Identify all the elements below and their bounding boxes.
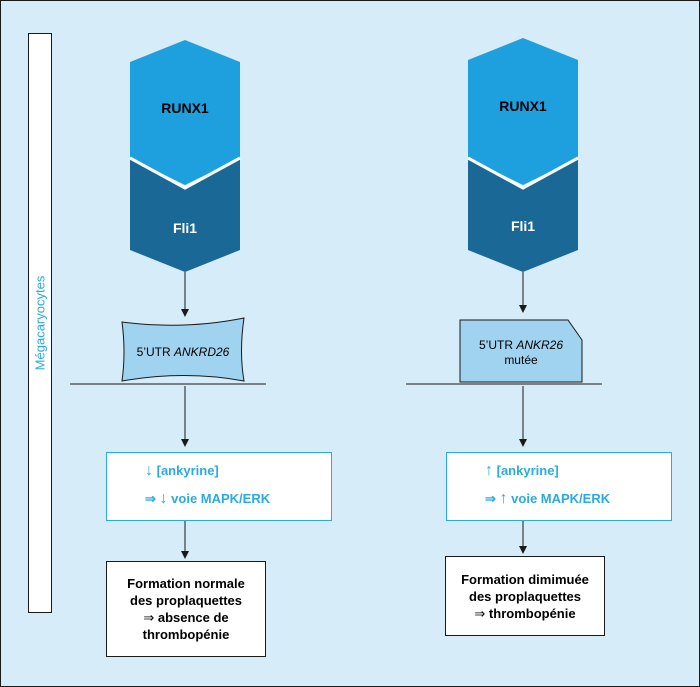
ankyrine-box-left: ↓ [ankyrine] ⇒ ↓ voie MAPK/ERK	[106, 452, 332, 521]
fli1-label-right: Fli1	[510, 218, 536, 234]
outcome-line3-right: ⇒ thrombopénie	[474, 605, 575, 622]
utr-shape-right	[459, 319, 583, 383]
utr-line1-right: 5’UTR ANKR26	[460, 338, 582, 353]
ankyrine-line2-left: ⇒ ↓ voie MAPK/ERK	[145, 490, 270, 508]
junction-chevron-right	[467, 156, 579, 190]
mapk-label-left: voie MAPK/ERK	[171, 491, 271, 506]
ankyrine-line2-right: ⇒ ↑ voie MAPK/ERK	[485, 490, 610, 508]
right-column	[406, 38, 602, 554]
runx1-hexagon-right	[468, 38, 578, 185]
implies-icon: ⇒	[143, 610, 155, 625]
outcome-line4-left: thrombopénie	[142, 627, 230, 642]
megakaryocyte-sidebar: Mégacaryocytes	[28, 33, 52, 613]
utr-label-left: 5’UTR ANKRD26	[122, 345, 244, 360]
ankyrine-label-right: [ankyrine]	[496, 463, 559, 478]
outcome-line1-right: Formation dimimuée	[461, 571, 589, 587]
utr-prefix-right: 5’UTR	[478, 338, 517, 352]
utr-shape-left	[121, 317, 245, 382]
outcome-box-left: Formation normale des proplaquettes ⇒ ab…	[106, 561, 266, 657]
outcome-line2-left: des proplaquettes	[130, 593, 242, 608]
utr-gene-left: ANKRD26	[173, 345, 230, 359]
down-arrow-icon: ↓	[159, 490, 168, 507]
up-arrow-icon: ↑	[499, 490, 508, 507]
fli1-shape-left	[130, 158, 240, 272]
ankyrine-label-left: [ankyrine]	[156, 463, 219, 478]
up-arrow-icon: ↑	[485, 462, 493, 479]
fli1-label-left: Fli1	[172, 220, 198, 236]
utr-label-right: 5’UTR ANKR26 mutée	[460, 338, 582, 368]
runx1-label-left: RUNX1	[161, 100, 209, 116]
down-arrow-icon: ↓	[145, 462, 153, 479]
left-column	[70, 40, 266, 559]
utr-gene-right: ANKR26	[516, 338, 564, 352]
outcome-line3-left: ⇒ absence de	[143, 609, 228, 626]
outcome-line2-right: des proplaquettes	[469, 588, 581, 604]
runx1-label-right: RUNX1	[499, 98, 547, 114]
outcome-box-right: Formation dimimuée des proplaquettes ⇒ t…	[445, 556, 605, 636]
ankyrine-line1-left: ↓ [ankyrine]	[145, 462, 219, 480]
outcome-line3-text-right: thrombopénie	[488, 605, 576, 621]
utr-prefix-left: 5’UTR	[136, 345, 174, 359]
junction-chevron-left	[129, 156, 241, 190]
ankyrine-line1-right: ↑ [ankyrine]	[485, 462, 559, 480]
implies-icon: ⇒	[145, 491, 156, 506]
utr-mut-right: mutée	[504, 353, 538, 367]
outcome-line1-left: Formation normale	[127, 576, 245, 591]
runx1-hexagon-left	[130, 40, 240, 185]
implies-icon: ⇒	[474, 605, 486, 621]
outcome-line3-text-left: absence de	[157, 610, 229, 625]
mapk-label-right: voie MAPK/ERK	[511, 491, 611, 506]
sidebar-label: Mégacaryocytes	[32, 275, 48, 371]
fli1-shape-right	[468, 158, 578, 272]
ankyrine-box-right: ↑ [ankyrine] ⇒ ↑ voie MAPK/ERK	[446, 452, 672, 521]
implies-icon: ⇒	[485, 491, 496, 506]
